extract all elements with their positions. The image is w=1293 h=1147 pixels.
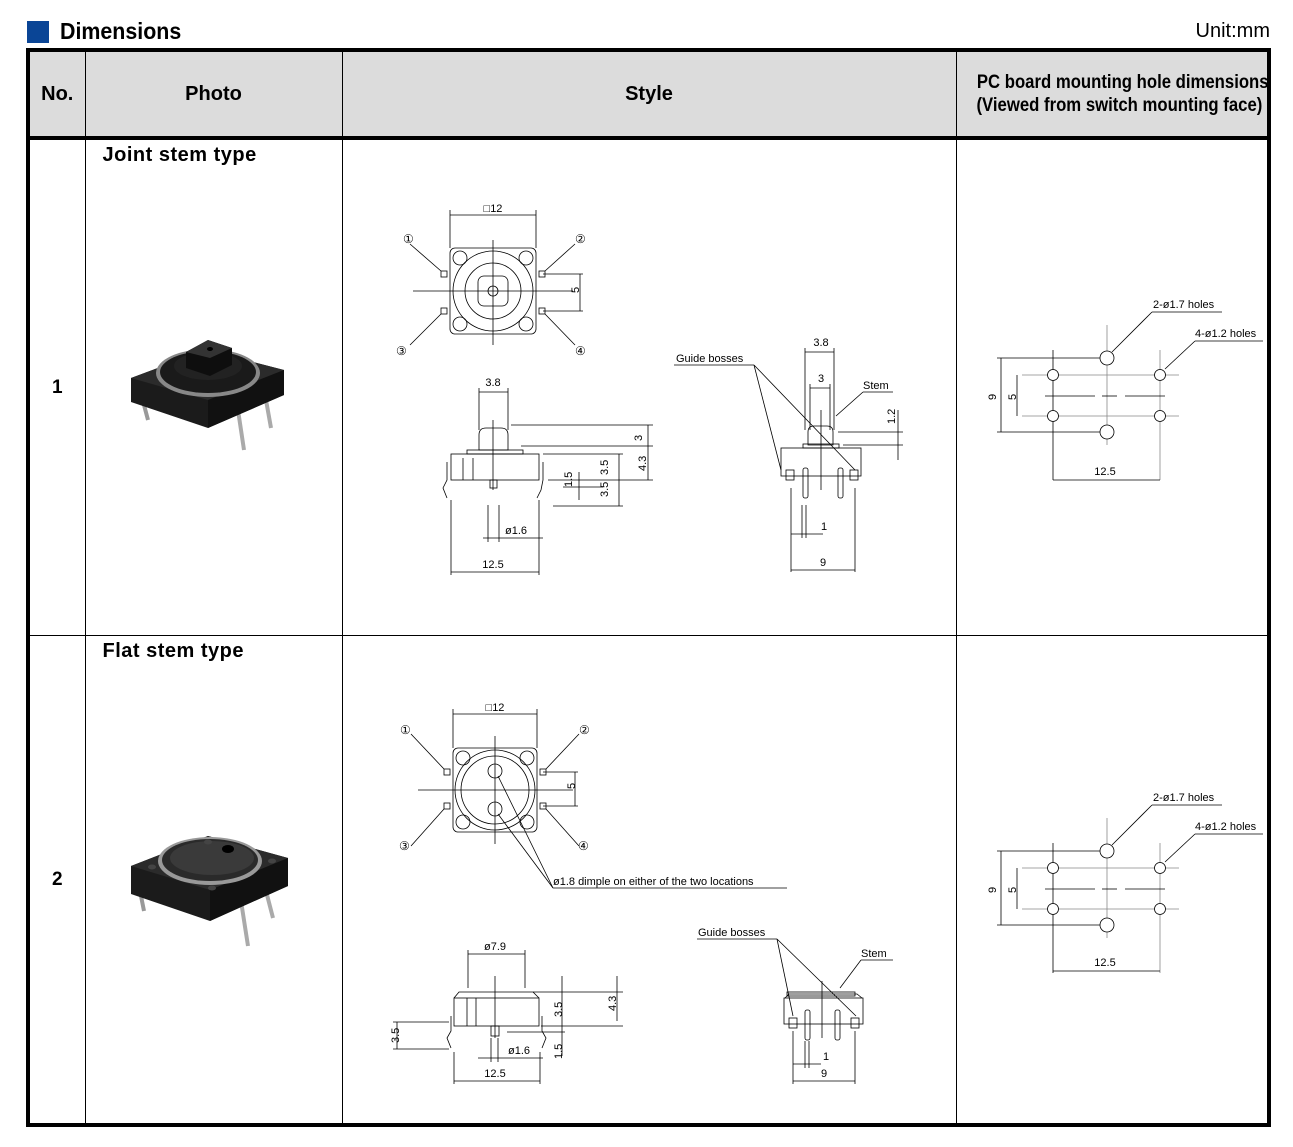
table-row: 2 Flat stem type <box>28 635 1270 1126</box>
top-width-label: □12 <box>485 702 504 714</box>
pc-horizontal-label: 12.5 <box>1094 957 1115 969</box>
type-label: Flat stem type <box>102 640 244 662</box>
front-boss-dia-label: ø1.6 <box>505 525 527 537</box>
small-holes-label: 4-ø1.2 holes <box>1195 821 1257 833</box>
column-header-photo: Photo <box>85 50 343 140</box>
front-stem-height-label: 3 <box>633 435 645 441</box>
column-header-no: No. <box>28 50 86 140</box>
section-marker-icon <box>27 21 49 43</box>
pc-header-line1: PC board mounting hole dimensions <box>976 72 1269 93</box>
terminal-4-label: ④ <box>575 344 586 358</box>
table-header-row: No. Photo Style PC board mounting hole d… <box>28 50 1270 140</box>
dimensions-table: No. Photo Style PC board mounting hole d… <box>26 48 1271 1127</box>
joint-stem-style-drawing: □12 5 ① ② ③ ④ <box>396 203 903 575</box>
top-view-drawing <box>409 210 583 346</box>
terminal-1-label: ① <box>403 232 414 246</box>
terminal-2-label: ② <box>579 723 590 737</box>
terminal-3-label: ③ <box>396 344 407 358</box>
guide-bosses-label: Guide bosses <box>676 353 744 365</box>
pc-board-cell: 2-ø1.7 holes 4-ø1.2 holes 9 5 12.5 <box>956 138 1270 636</box>
pc-vertical-outer-label: 9 <box>987 394 999 400</box>
terminal-3-label: ③ <box>399 839 410 853</box>
pc-header-line2: (Viewed from switch mounting face) <box>975 95 1262 116</box>
terminal-1-label: ① <box>400 723 411 737</box>
pc-board-cell: 2-ø1.7 holes 4-ø1.2 holes 9 5 12.5 <box>956 635 1270 1126</box>
stem-label: Stem <box>861 948 887 960</box>
side-view-drawing <box>696 938 893 1084</box>
style-cell: □12 5 ① ② ③ ④ <box>342 138 957 636</box>
column-header-pc-board: PC board mounting hole dimensions (Viewe… <box>956 50 1270 140</box>
front-leg-label: 3.5 <box>390 1028 402 1043</box>
front-boss-label: 1.5 <box>563 472 575 487</box>
flat-stem-switch-photo <box>130 836 288 947</box>
unit-label: Unit:mm <box>1195 20 1270 42</box>
side-pitch-label: 9 <box>820 1068 826 1080</box>
top-pitch-label: 5 <box>566 783 578 789</box>
front-overall-height-label: 4.3 <box>607 996 619 1011</box>
pc-vertical-inner-label: 5 <box>1007 887 1019 893</box>
side-view-drawing <box>673 348 903 572</box>
column-header-style: Style <box>342 50 957 140</box>
dimple-note: ø1.8 dimple on either of the two locatio… <box>553 876 754 888</box>
joint-stem-switch-photo <box>130 340 284 451</box>
front-view-drawing <box>442 388 653 575</box>
side-pin-label: 1 <box>823 1051 829 1063</box>
guide-bosses-label: Guide bosses <box>698 927 766 939</box>
section-title: Dimensions <box>60 18 182 44</box>
front-lower-label: 3.5 <box>599 482 611 497</box>
front-body-height-label: 4.3 <box>637 456 649 471</box>
terminal-4-label: ④ <box>578 839 589 853</box>
row-number: 2 <box>28 635 86 1126</box>
photo-cell: Flat stem type <box>85 635 343 1126</box>
side-step-label: 1.2 <box>886 409 898 424</box>
row-number: 1 <box>28 138 86 636</box>
front-upper-label: 3.5 <box>599 460 611 475</box>
table-row: 1 Joint stem type <box>28 138 1270 636</box>
front-stem-dia-label: ø7.9 <box>483 941 505 953</box>
pc-board-hole-drawing: 2-ø1.7 holes 4-ø1.2 holes 9 5 12.5 <box>987 299 1263 481</box>
side-pitch-label: 9 <box>819 557 825 569</box>
front-boss-label: 1.5 <box>553 1044 565 1059</box>
top-view-drawing <box>410 709 787 889</box>
front-stem-width-label: 3.8 <box>485 377 500 389</box>
top-pitch-label: 5 <box>570 287 582 293</box>
front-body-label: 3.5 <box>553 1002 565 1017</box>
flat-stem-style-drawing: □12 5 ① ② ③ ④ ø1.8 dimple on either of t… <box>390 702 893 1084</box>
style-cell: □12 5 ① ② ③ ④ ø1.8 dimple on either of t… <box>342 635 957 1126</box>
side-stem-inner-label: 3 <box>817 373 823 385</box>
front-overall-label: 12.5 <box>484 1068 505 1080</box>
front-overall-label: 12.5 <box>482 559 503 571</box>
terminal-2-label: ② <box>575 232 586 246</box>
pc-horizontal-label: 12.5 <box>1094 466 1115 478</box>
photo-cell: Joint stem type <box>85 138 343 636</box>
pc-vertical-outer-label: 9 <box>987 887 999 893</box>
pc-board-hole-drawing: 2-ø1.7 holes 4-ø1.2 holes 9 5 12.5 <box>987 792 1263 973</box>
side-stem-outer-label: 3.8 <box>813 337 828 349</box>
type-label: Joint stem type <box>102 144 257 166</box>
front-boss-dia-label: ø1.6 <box>508 1045 530 1057</box>
pc-vertical-inner-label: 5 <box>1007 394 1019 400</box>
front-view-drawing <box>392 950 623 1084</box>
top-width-label: □12 <box>483 203 502 215</box>
section-header: Dimensions Unit:mm <box>27 18 1270 48</box>
small-holes-label: 4-ø1.2 holes <box>1195 328 1257 340</box>
side-pin-label: 1 <box>821 521 827 533</box>
big-holes-label: 2-ø1.7 holes <box>1153 792 1215 804</box>
big-holes-label: 2-ø1.7 holes <box>1153 299 1215 311</box>
stem-label: Stem <box>863 380 889 392</box>
